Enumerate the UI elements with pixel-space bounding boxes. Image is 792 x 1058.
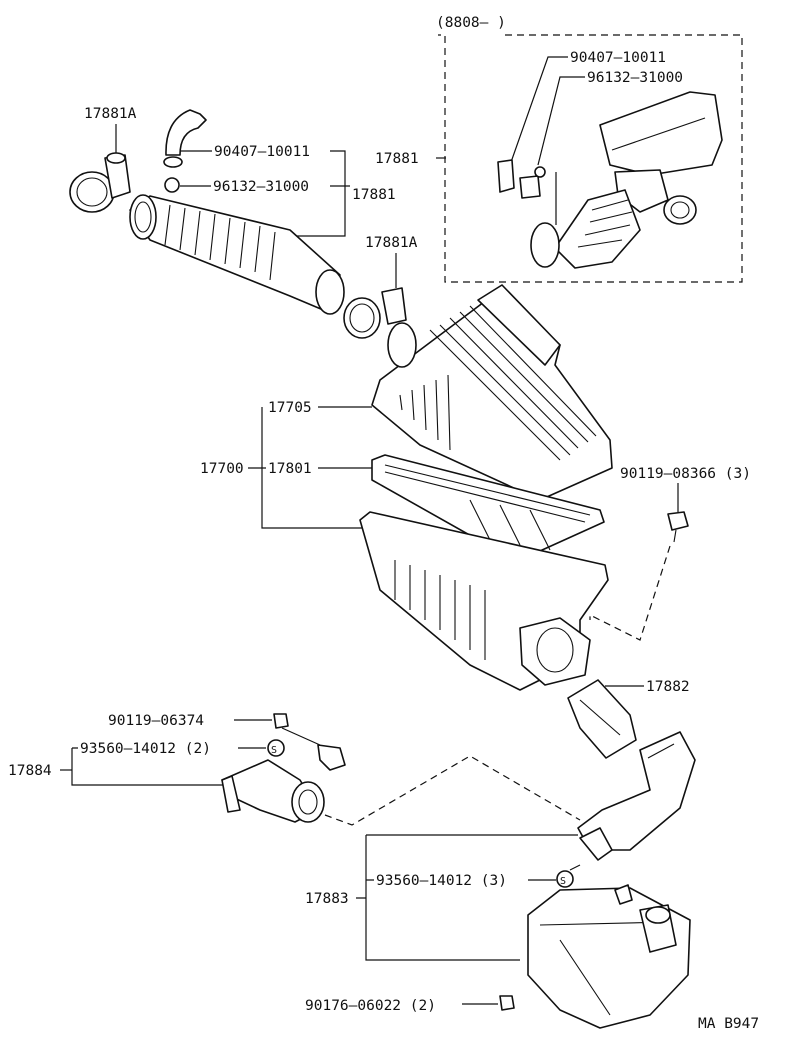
hose-clip	[164, 177, 180, 193]
date-range-label: (8808– )	[436, 15, 506, 31]
seal-mark-a	[267, 739, 285, 757]
label-17881: 17881	[352, 187, 396, 203]
air-filter-element	[371, 454, 605, 561]
label-17884: 17884	[8, 763, 52, 779]
inset-variant-box: (8808– ) 90407–10011 96132–31000 17881	[375, 15, 743, 283]
bolt-90176	[499, 995, 515, 1011]
elbow-17884: 90119–06374 93560–14012 (2) S 17884	[8, 713, 581, 826]
label-17705: 17705	[268, 400, 312, 416]
figure-code: MA B947	[698, 1016, 759, 1032]
label-17881A-top: 17881A	[84, 106, 137, 122]
label-90119-06374: 90119–06374	[108, 713, 204, 729]
svg-text:S: S	[560, 876, 566, 887]
inset-label-90407: 90407–10011	[570, 50, 666, 66]
inset-label-17881: 17881	[375, 151, 419, 167]
label-90119-08366: 90119–08366 (3)	[620, 466, 751, 482]
svg-text:S: S	[271, 745, 277, 756]
intake-hose	[129, 195, 341, 313]
bolt-90119-08366	[667, 511, 689, 531]
duct-17882: 17882	[567, 679, 690, 759]
label-17881A-mid: 17881A	[365, 235, 418, 251]
seal-mark-b	[556, 870, 574, 888]
label-17882: 17882	[646, 679, 690, 695]
bolt-90119-06374	[273, 713, 289, 729]
label-96132: 96132–31000	[213, 179, 309, 195]
label-93560-a: 93560–14012 (2)	[80, 741, 211, 757]
resonator-17883: 93560–14012 (3) S 17883 90176–06022 (2)	[305, 731, 696, 1029]
label-90176: 90176–06022 (2)	[305, 998, 436, 1014]
label-90407: 90407–10011	[214, 144, 310, 160]
label-93560-b: 93560–14012 (3)	[376, 873, 507, 889]
air-cleaner-assembly: 17705 17700 17801 90119–08366 (3)	[200, 284, 751, 691]
inset-hose	[554, 189, 641, 269]
small-vacuum-hose	[165, 109, 207, 156]
label-17883: 17883	[305, 891, 349, 907]
label-17700: 17700	[200, 461, 244, 477]
inset-label-96132: 96132–31000	[587, 70, 683, 86]
label-17801: 17801	[268, 461, 312, 477]
top-hose-group: 17881A 90407–10011 96132–31000 17881 178…	[69, 106, 418, 339]
